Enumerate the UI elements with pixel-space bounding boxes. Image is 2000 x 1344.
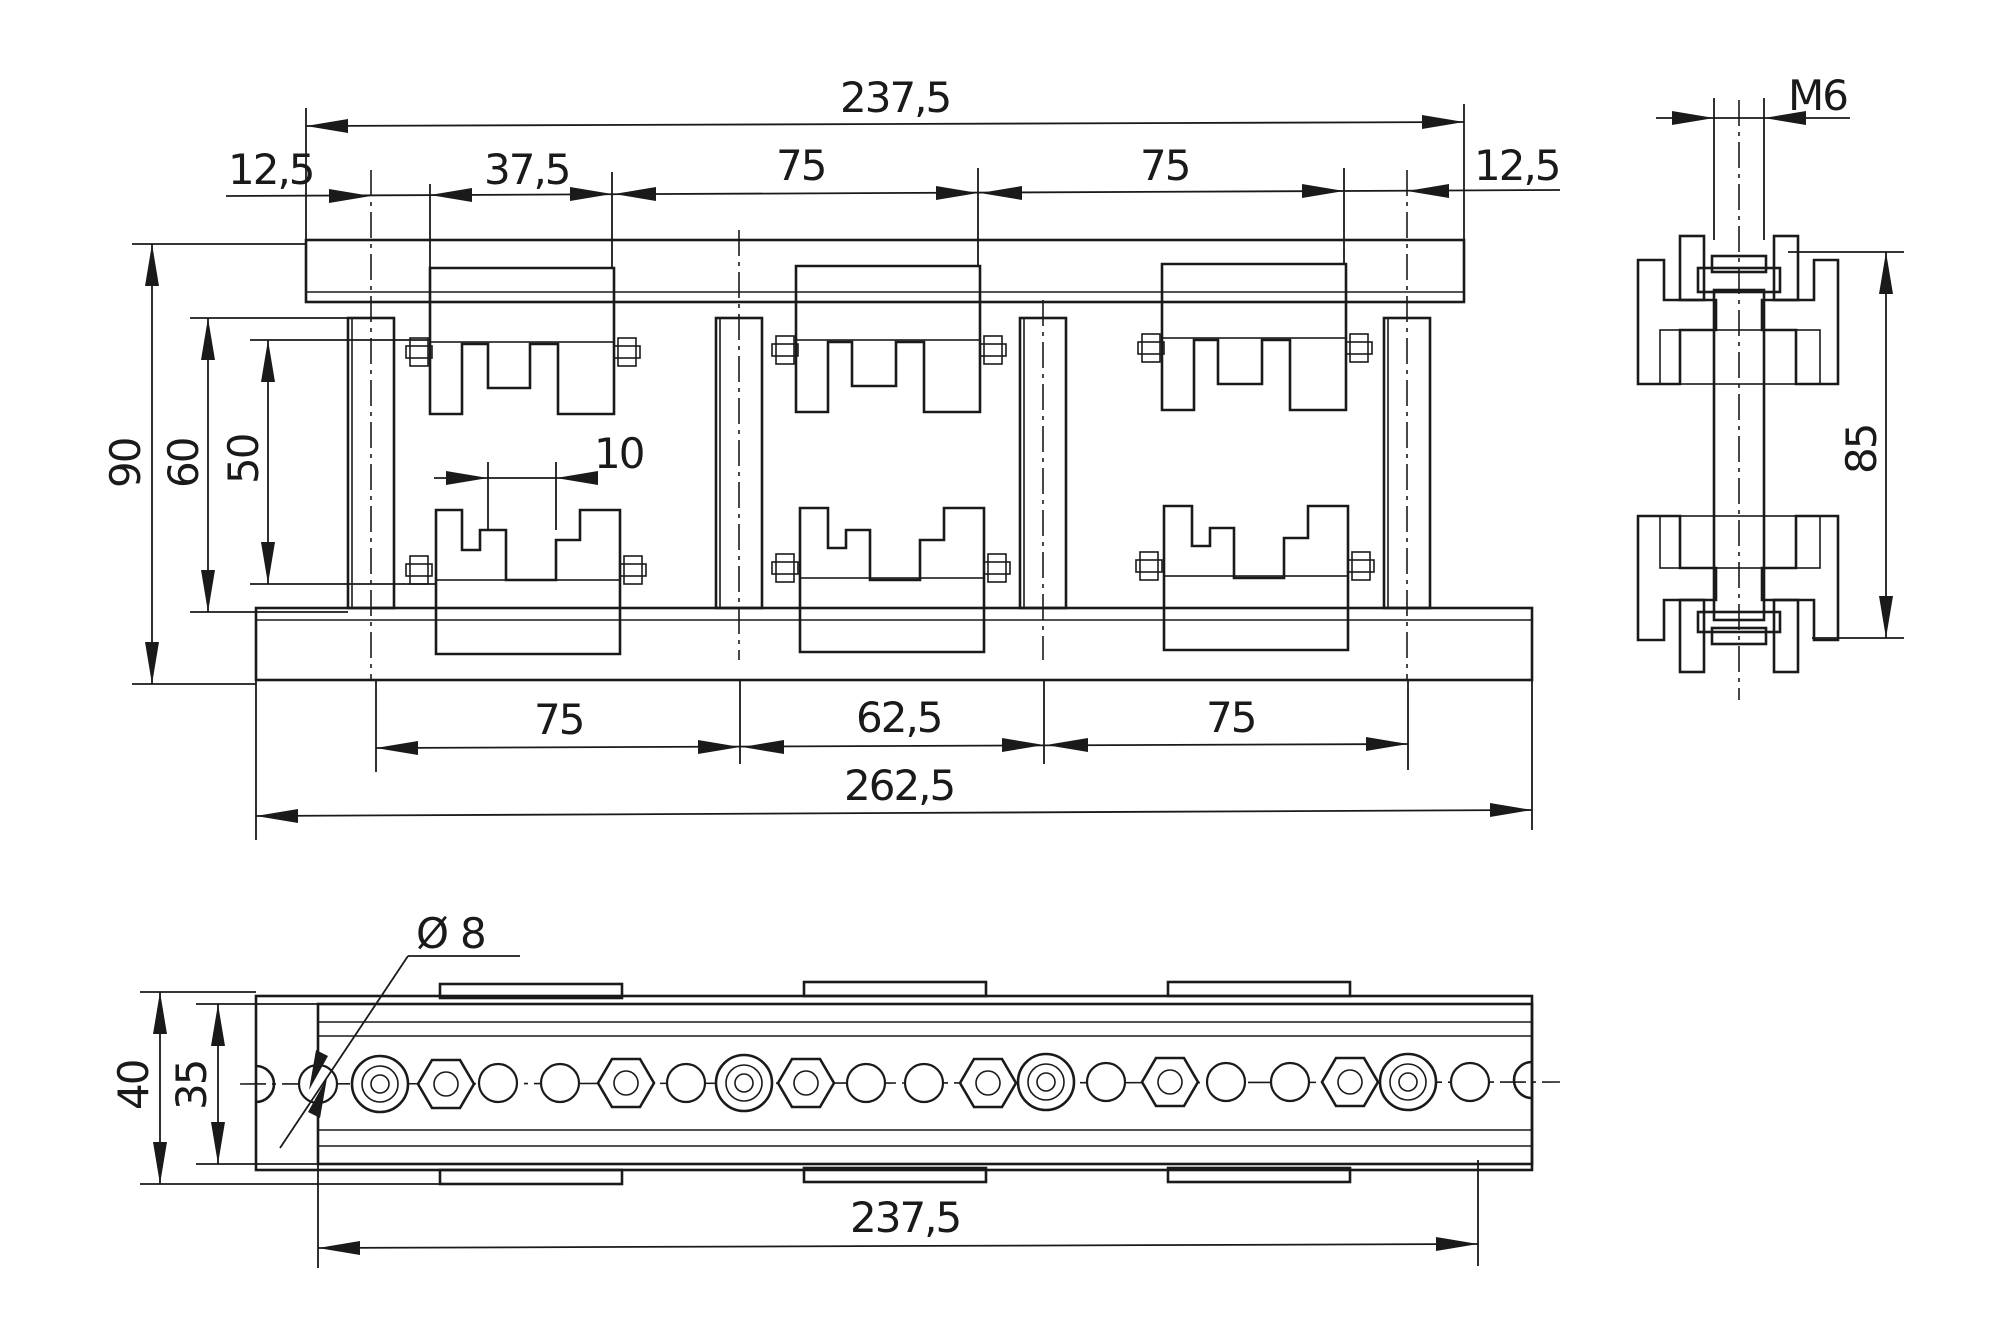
dim-plan-length: 237,5 [850, 1193, 960, 1242]
side-view: M6 85 [1636, 71, 1904, 700]
dim-side-height: 85 [1837, 425, 1886, 474]
dim-bottom-a: 75 [534, 695, 583, 744]
spacer-posts [346, 316, 1432, 610]
dim-overall-top: 237,5 [840, 73, 950, 122]
top-rail [304, 238, 1466, 304]
dim-first-pitch: 37,5 [484, 145, 570, 194]
clamp-bolts [405, 333, 1375, 585]
dim-bottom-c: 75 [1206, 693, 1255, 742]
bottom-rail [254, 606, 1534, 682]
dim-height-total: 90 [101, 439, 150, 488]
lower-clamps [434, 504, 1350, 656]
front-view: 237,5 12,5 37,5 75 75 12,5 90 60 5 [101, 73, 1562, 840]
dim-width-outer: 40 [109, 1061, 158, 1110]
upper-clamps [428, 262, 1348, 416]
dim-height-inner: 60 [159, 439, 208, 488]
dim-slot-width: 10 [594, 429, 643, 478]
dim-pitch-b: 75 [1140, 141, 1189, 190]
plan-nuts [350, 1052, 1438, 1114]
dim-width-inner: 35 [167, 1061, 216, 1110]
dim-hole-diameter: 8 [460, 909, 485, 958]
dim-overall-bottom: 262,5 [844, 761, 954, 810]
dim-height-clip: 50 [219, 435, 268, 484]
dim-right-margin: 12,5 [1474, 141, 1560, 190]
plan-view: Ø 8 40 35 237,5 [109, 909, 1561, 1268]
plan-holes [297, 1061, 1491, 1105]
dim-hole-diameter-symbol: Ø [416, 909, 447, 958]
dim-thread: M6 [1788, 71, 1847, 120]
dim-left-margin: 12,5 [228, 145, 314, 194]
dim-bottom-b: 62,5 [856, 693, 942, 742]
dim-pitch-a: 75 [776, 141, 825, 190]
